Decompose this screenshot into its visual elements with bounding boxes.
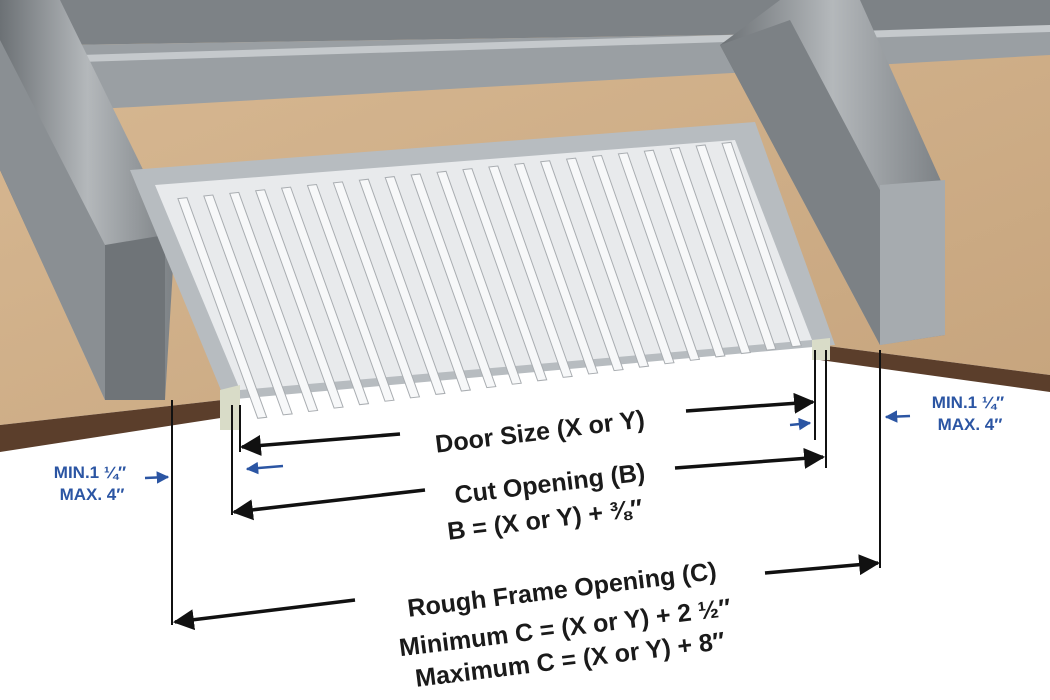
left-clearance-arrow-icon	[144, 471, 170, 484]
left-max-label: MAX. 4″	[60, 485, 125, 504]
right-steel-channel	[720, 0, 945, 345]
left-floor-edge	[0, 398, 240, 452]
door-size-label: Door Size (X or Y)	[434, 405, 647, 458]
clearance-arrows	[144, 410, 911, 484]
right-min-label: MIN.1 ¼″	[932, 393, 1004, 412]
door-slat	[695, 144, 777, 351]
right-floor-edge	[820, 345, 1050, 392]
rough-frame-arrow	[175, 563, 878, 622]
cut-opening-arrow	[234, 457, 823, 512]
left-inner-arrow-icon	[245, 461, 284, 475]
door-slat	[669, 147, 752, 355]
door-slat	[565, 157, 650, 368]
door-slat	[721, 141, 802, 348]
right-inner-arrow-icon	[789, 417, 812, 431]
floor-door	[130, 122, 835, 430]
door-slat	[591, 154, 675, 365]
right-clearance-arrow-icon	[884, 410, 911, 423]
door-slats	[177, 141, 802, 419]
door-slat	[643, 149, 726, 358]
right-max-label: MAX. 4″	[938, 415, 1003, 434]
door-slat	[540, 160, 624, 372]
door-slat	[617, 152, 701, 361]
door-slat	[488, 165, 573, 378]
dimension-lines	[172, 350, 880, 625]
door-slat	[462, 168, 548, 382]
left-steel-channel	[0, 0, 175, 400]
left-min-label: MIN.1 ¼″	[54, 463, 126, 482]
door-slat	[514, 162, 599, 375]
